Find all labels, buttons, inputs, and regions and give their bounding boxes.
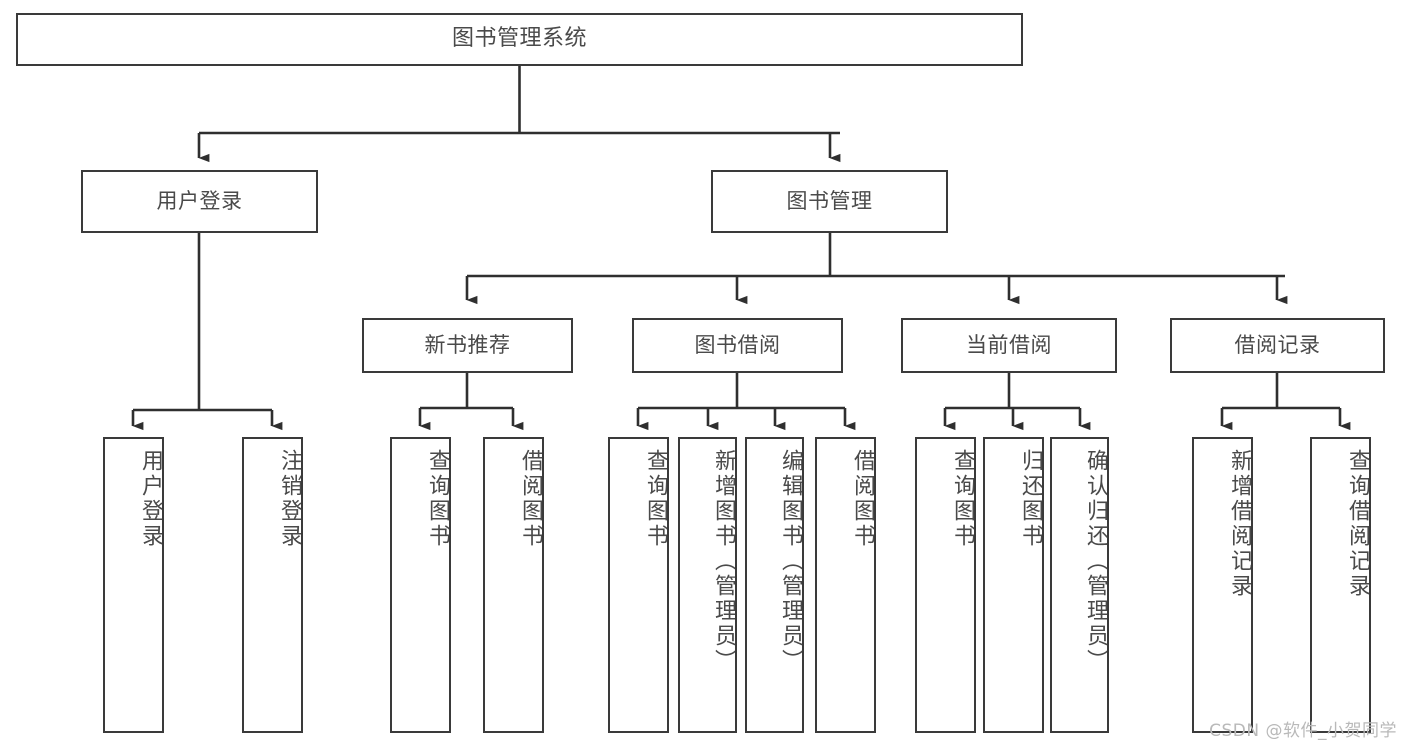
leaf-query-books-new-label: 查询图书 bbox=[425, 449, 450, 549]
leaf-query-books-current[interactable]: 查询图书 bbox=[915, 437, 976, 733]
node-new-book-recommend-label: 新书推荐 bbox=[424, 332, 511, 357]
node-borrow-records-label: 借阅记录 bbox=[1234, 332, 1321, 357]
node-current-borrow-label: 当前借阅 bbox=[966, 332, 1052, 357]
leaf-return-books-label: 归还图书 bbox=[1018, 449, 1043, 549]
node-user-login-label: 用户登录 bbox=[156, 188, 243, 213]
leaf-logout[interactable]: 注销登录 bbox=[242, 437, 303, 733]
leaf-query-books-borrow[interactable]: 查询图书 bbox=[608, 437, 669, 733]
leaf-add-borrow-record[interactable]: 新增借阅记录 bbox=[1192, 437, 1253, 733]
leaf-user-login[interactable]: 用户登录 bbox=[103, 437, 164, 733]
leaf-borrow-books-new[interactable]: 借阅图书 bbox=[483, 437, 544, 733]
node-book-management[interactable]: 图书管理 bbox=[711, 170, 948, 233]
leaf-user-login-label: 用户登录 bbox=[138, 449, 163, 549]
leaf-return-books[interactable]: 归还图书 bbox=[983, 437, 1044, 733]
leaf-borrow-books-borrow-label: 借阅图书 bbox=[850, 449, 875, 549]
leaf-edit-book-admin-label: 编辑图书（管理员） bbox=[778, 449, 803, 674]
node-current-borrow[interactable]: 当前借阅 bbox=[901, 318, 1117, 373]
leaf-borrow-books-new-label: 借阅图书 bbox=[518, 449, 543, 549]
node-root-label: 图书管理系统 bbox=[451, 26, 587, 52]
node-new-book-recommend[interactable]: 新书推荐 bbox=[362, 318, 573, 373]
leaf-add-borrow-record-label: 新增借阅记录 bbox=[1227, 449, 1252, 599]
leaf-confirm-return-admin-label: 确认归还（管理员） bbox=[1083, 449, 1108, 674]
node-book-management-label: 图书管理 bbox=[786, 188, 873, 213]
node-user-login[interactable]: 用户登录 bbox=[81, 170, 318, 233]
node-root[interactable]: 图书管理系统 bbox=[16, 13, 1023, 66]
node-book-borrow[interactable]: 图书借阅 bbox=[632, 318, 843, 373]
leaf-add-book-admin-label: 新增图书（管理员） bbox=[711, 449, 736, 674]
leaf-query-books-current-label: 查询图书 bbox=[950, 449, 975, 549]
leaf-confirm-return-admin[interactable]: 确认归还（管理员） bbox=[1050, 437, 1109, 733]
leaf-borrow-books-borrow[interactable]: 借阅图书 bbox=[815, 437, 876, 733]
node-borrow-records[interactable]: 借阅记录 bbox=[1170, 318, 1385, 373]
leaf-query-borrow-record[interactable]: 查询借阅记录 bbox=[1310, 437, 1371, 733]
leaf-logout-label: 注销登录 bbox=[277, 449, 302, 549]
leaf-query-books-borrow-label: 查询图书 bbox=[643, 449, 668, 549]
leaf-query-books-new[interactable]: 查询图书 bbox=[390, 437, 451, 733]
leaf-edit-book-admin[interactable]: 编辑图书（管理员） bbox=[745, 437, 804, 733]
leaf-add-book-admin[interactable]: 新增图书（管理员） bbox=[678, 437, 737, 733]
node-book-borrow-label: 图书借阅 bbox=[694, 332, 781, 357]
leaf-query-borrow-record-label: 查询借阅记录 bbox=[1345, 449, 1370, 599]
